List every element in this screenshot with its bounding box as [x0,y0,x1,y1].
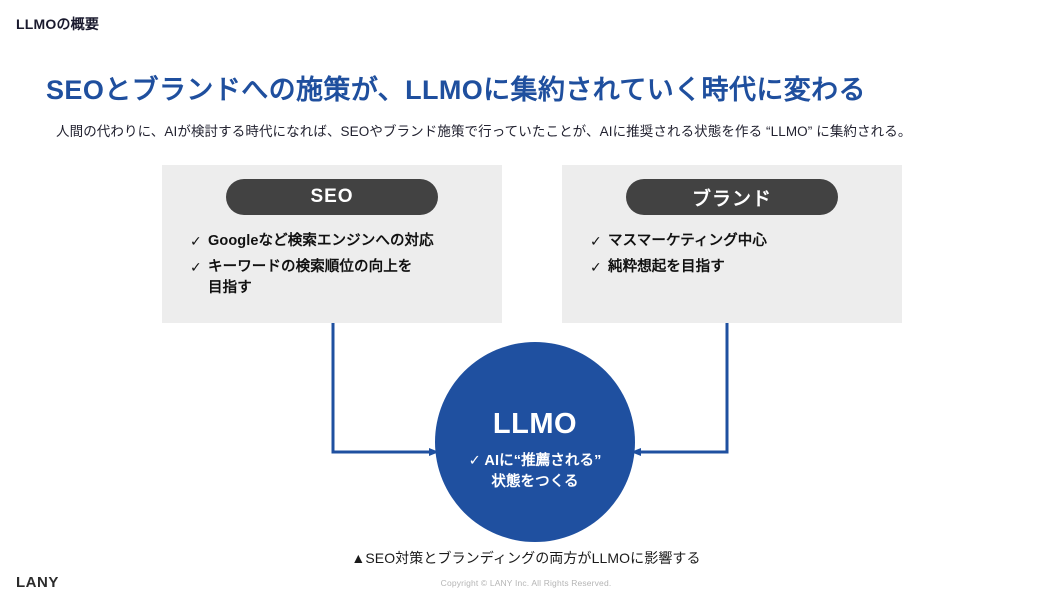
check-icon: ✓ [468,453,481,470]
list-item-line-1: マスマーケティング中心 [608,233,768,249]
panel-seo-bullet-list: ✓ Googleなど検索エンジンへの対応 ✓ キーワードの検索順位の向上を 目指… [190,231,488,304]
panel-brand: ブランド ✓ マスマーケティング中心 ✓ 純粋想起を目指す [562,165,902,323]
list-item-label: マスマーケティング中心 [608,231,767,252]
check-icon: ✓ [590,259,602,276]
page-title: SEOとブランドへの施策が、LLMOに集約されていく時代に変わる [46,75,866,105]
list-item-label: Googleなど検索エンジンへの対応 [208,231,434,252]
panel-seo-pill-label: SEO [226,179,438,215]
list-item-label: キーワードの検索順位の向上を 目指す [208,257,412,299]
slide-section-label: LLMOの概要 [16,16,100,32]
brand-logo: LANY [16,574,59,591]
check-icon: ✓ [190,233,202,249]
list-item: ✓ マスマーケティング中心 [590,231,888,252]
copyright-text: Copyright © LANY Inc. All Rights Reserve… [440,578,612,588]
panel-brand-pill-label: ブランド [626,179,838,215]
llmo-circle-subtext-line-1: ✓ AIに“推薦される” [468,453,602,470]
list-item: ✓ Googleなど検索エンジンへの対応 [190,231,488,252]
page-subtitle: 人間の代わりに、AIが検討する時代になれば、SEOやブランド施策で行っていたこと… [56,124,912,139]
arrow-brand-to-llmo [631,323,729,456]
list-item-line-2: 目指す [208,280,252,297]
list-item-line-1: 純粋想起を目指す [608,259,725,276]
llmo-circle-subtext: ✓ AIに“推薦される” 状態をつくる [469,451,602,492]
list-item: ✓ キーワードの検索順位の向上を 目指す [190,257,488,299]
llmo-circle-subtext-line-2: 状態をつくる [491,473,579,490]
list-item-line-1: Googleなど検索エンジンへの対応 [208,233,434,249]
panel-brand-bullet-list: ✓ マスマーケティング中心 ✓ 純粋想起を目指す [590,231,888,283]
list-item-line-1: キーワードの検索順位の向上を [208,259,413,276]
panel-seo: SEO ✓ Googleなど検索エンジンへの対応 ✓ キーワードの検索順位の向上… [162,165,502,323]
check-icon: ✓ [190,259,202,276]
llmo-circle: LLMO ✓ AIに“推薦される” 状態をつくる [435,342,635,542]
diagram-caption: ▲SEO対策とブランディングの両方がLLMOに影響する [351,550,701,566]
check-icon: ✓ [590,233,602,249]
list-item: ✓ 純粋想起を目指す [590,257,888,278]
list-item-label: 純粋想起を目指す [608,257,725,278]
llmo-circle-title: LLMO [492,408,578,441]
arrow-seo-to-llmo [331,323,439,456]
